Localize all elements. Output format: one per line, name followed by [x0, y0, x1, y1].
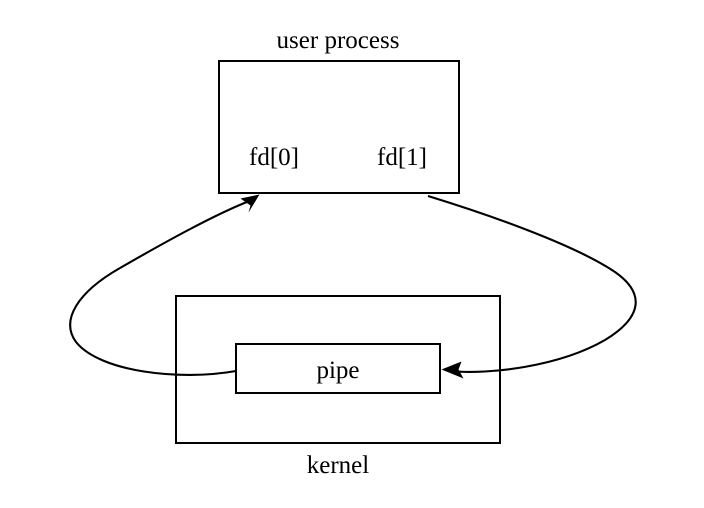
write-flow-line [427, 194, 637, 373]
read-flow-line [69, 199, 253, 376]
pipe-label: pipe [316, 357, 359, 384]
kernel-label: kernel [307, 452, 370, 479]
pipe-box [235, 343, 441, 394]
fd-read-label: fd[0] [249, 144, 299, 171]
write-flow-arrowhead [441, 361, 464, 379]
read-flow-arrowhead [240, 194, 260, 213]
user-process-label: user process [277, 27, 400, 54]
fd-write-label: fd[1] [377, 144, 427, 171]
user-process-box [218, 60, 460, 194]
